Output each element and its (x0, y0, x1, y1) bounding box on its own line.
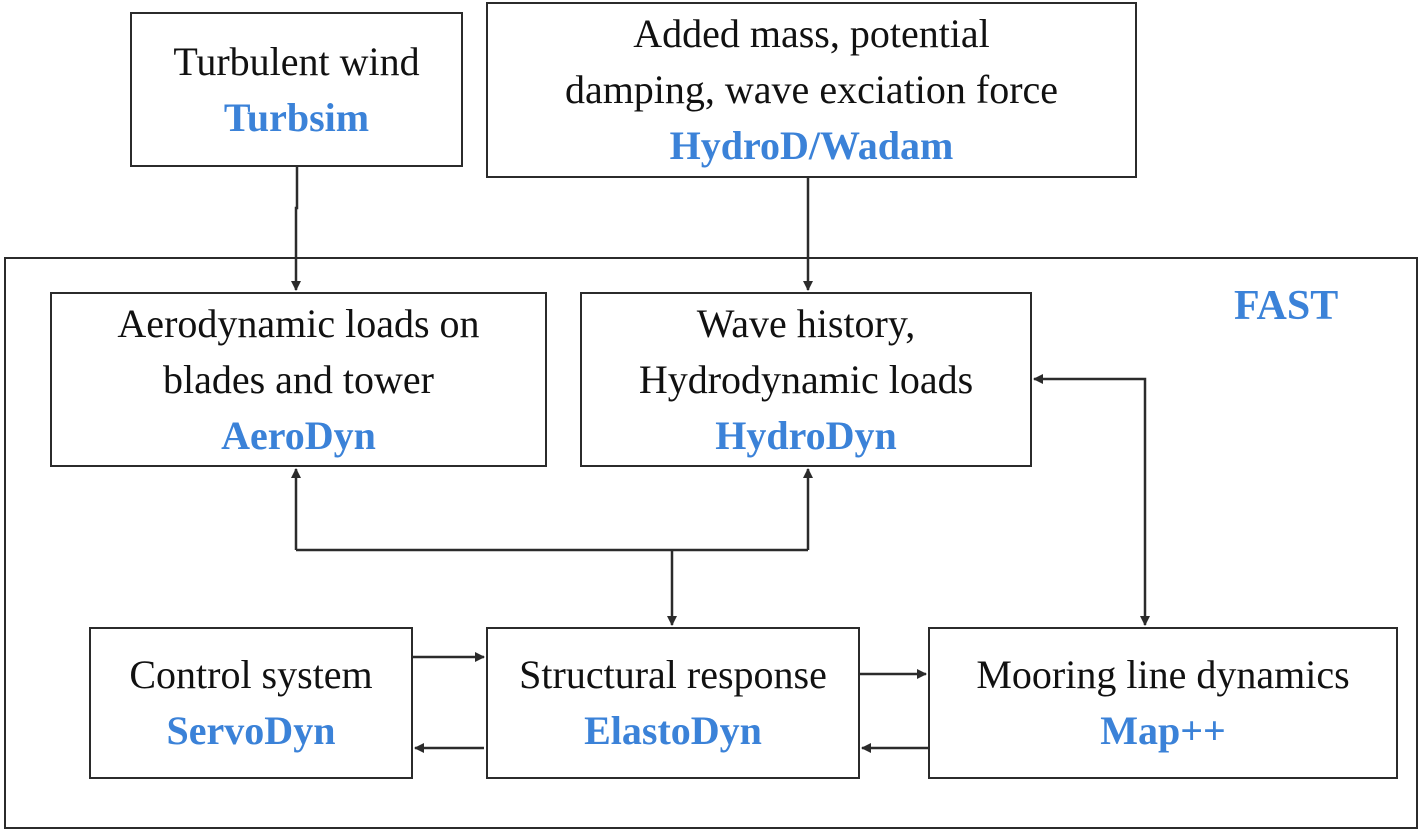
arrow-turbsim-to-aerodyn (291, 167, 301, 291)
servodyn-tool-label: ServoDyn (166, 708, 336, 753)
aerodyn-desc-line-1: Aerodynamic loads on (117, 300, 480, 346)
hydrod-desc-line-1: Added mass, potential (633, 11, 990, 56)
hydrodyn-desc-line-1: Wave history, (696, 300, 916, 346)
aerodyn-tool-label: AeroDyn (221, 412, 376, 458)
hydrodyn-box: Wave history, Hydrodynamic loads HydroDy… (580, 292, 1032, 467)
aerodyn-box: Aerodynamic loads on blades and tower Ae… (50, 292, 547, 467)
aerodyn-desc-line-2: blades and tower (162, 356, 434, 402)
elastodyn-tool-label: ElastoDyn (584, 708, 762, 753)
turbsim-box: Turbulent wind Turbsim (130, 12, 463, 167)
fast-container (4, 257, 1418, 829)
hydrodyn-tool-label: HydroDyn (715, 412, 897, 458)
turbsim-desc-line: Turbulent wind (173, 38, 420, 84)
hydrod-desc-line-2: damping, wave exciation force (564, 67, 1059, 112)
map-tool-label: Map++ (1100, 708, 1226, 753)
servodyn-desc-line: Control system (129, 652, 373, 697)
arrow-hydrodyn-map-bidirectional (1033, 374, 1150, 626)
elastodyn-desc-line: Structural response (519, 652, 827, 697)
elastodyn-box: Structural response ElastoDyn (486, 627, 860, 779)
map-desc-line: Mooring line dynamics (976, 652, 1350, 697)
hydrodyn-desc-line-2: Hydrodynamic loads (638, 356, 974, 402)
servodyn-box: Control system ServoDyn (89, 627, 413, 779)
hydrod-tool-label: HydroD/Wadam (669, 123, 954, 168)
turbsim-tool-label: Turbsim (223, 94, 370, 140)
map-box: Mooring line dynamics Map++ (928, 627, 1398, 779)
hydrod-wadam-box: Added mass, potential damping, wave exci… (486, 2, 1137, 178)
fast-label: FAST (1234, 283, 1339, 329)
